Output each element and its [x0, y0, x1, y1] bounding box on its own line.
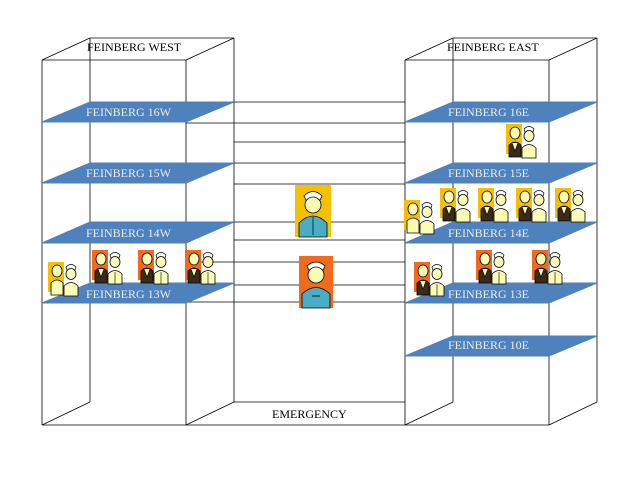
doctor-nurse-pair-icon: [554, 187, 586, 223]
doctor-nurse-pair-icon: [184, 249, 216, 285]
floor-w15-label: FEINBERG 15W: [86, 166, 172, 180]
doctor-nurse-pair-icon: [91, 249, 123, 285]
floor-w14-label: FEINBERG 14W: [86, 226, 172, 240]
floor-w15[interactable]: FEINBERG 15W: [41, 162, 235, 184]
doctor-nurse-pair-icon: [531, 249, 563, 285]
emergency-label: EMERGENCY: [272, 407, 347, 421]
floor-e13[interactable]: FEINBERG 13E: [404, 282, 598, 304]
floor-w13[interactable]: FEINBERG 13W: [41, 282, 235, 304]
staff-group-east-16: [505, 123, 537, 159]
doctor-nurse-pair-icon: [477, 187, 509, 223]
building-east-title: FEINBERG EAST: [447, 40, 539, 54]
floor-w16-label: FEINBERG 16W: [86, 105, 172, 119]
floor-e15-label: FEINBERG 15E: [448, 166, 529, 180]
floor-e10[interactable]: FEINBERG 10E: [404, 335, 598, 357]
doctor-nurse-pair-icon: [505, 123, 537, 159]
doctor-nurse-pair-icon: [439, 187, 471, 223]
skybridge-lines: [186, 101, 405, 426]
floor-e14[interactable]: FEINBERG 14E: [404, 221, 598, 244]
doctor-nurse-pair-icon: [515, 187, 547, 223]
floor-w14[interactable]: FEINBERG 14W: [41, 221, 235, 244]
doctor-nurse-pair-icon: [47, 261, 79, 297]
doctor-nurse-pair-icon: [413, 261, 445, 297]
floor-e16-label: FEINBERG 16E: [448, 105, 529, 119]
floor-e10-label: FEINBERG 10E: [448, 338, 529, 352]
floor-w16[interactable]: FEINBERG 16W: [41, 101, 235, 123]
building-west-title: FEINBERG WEST: [87, 40, 182, 54]
floor-e15[interactable]: FEINBERG 15E: [404, 162, 598, 184]
floor-w13-label: FEINBERG 13W: [86, 287, 172, 301]
floor-e16[interactable]: FEINBERG 16E: [404, 101, 598, 123]
doctor-nurse-pair-icon: [475, 249, 507, 285]
floor-e14-label: FEINBERG 14E: [448, 226, 529, 240]
doctor-nurse-pair-icon: [403, 199, 435, 235]
patient-icon: [299, 256, 333, 309]
nurse-icon: [295, 185, 331, 238]
doctor-nurse-pair-icon: [137, 249, 169, 285]
floor-e13-label: FEINBERG 13E: [448, 287, 529, 301]
